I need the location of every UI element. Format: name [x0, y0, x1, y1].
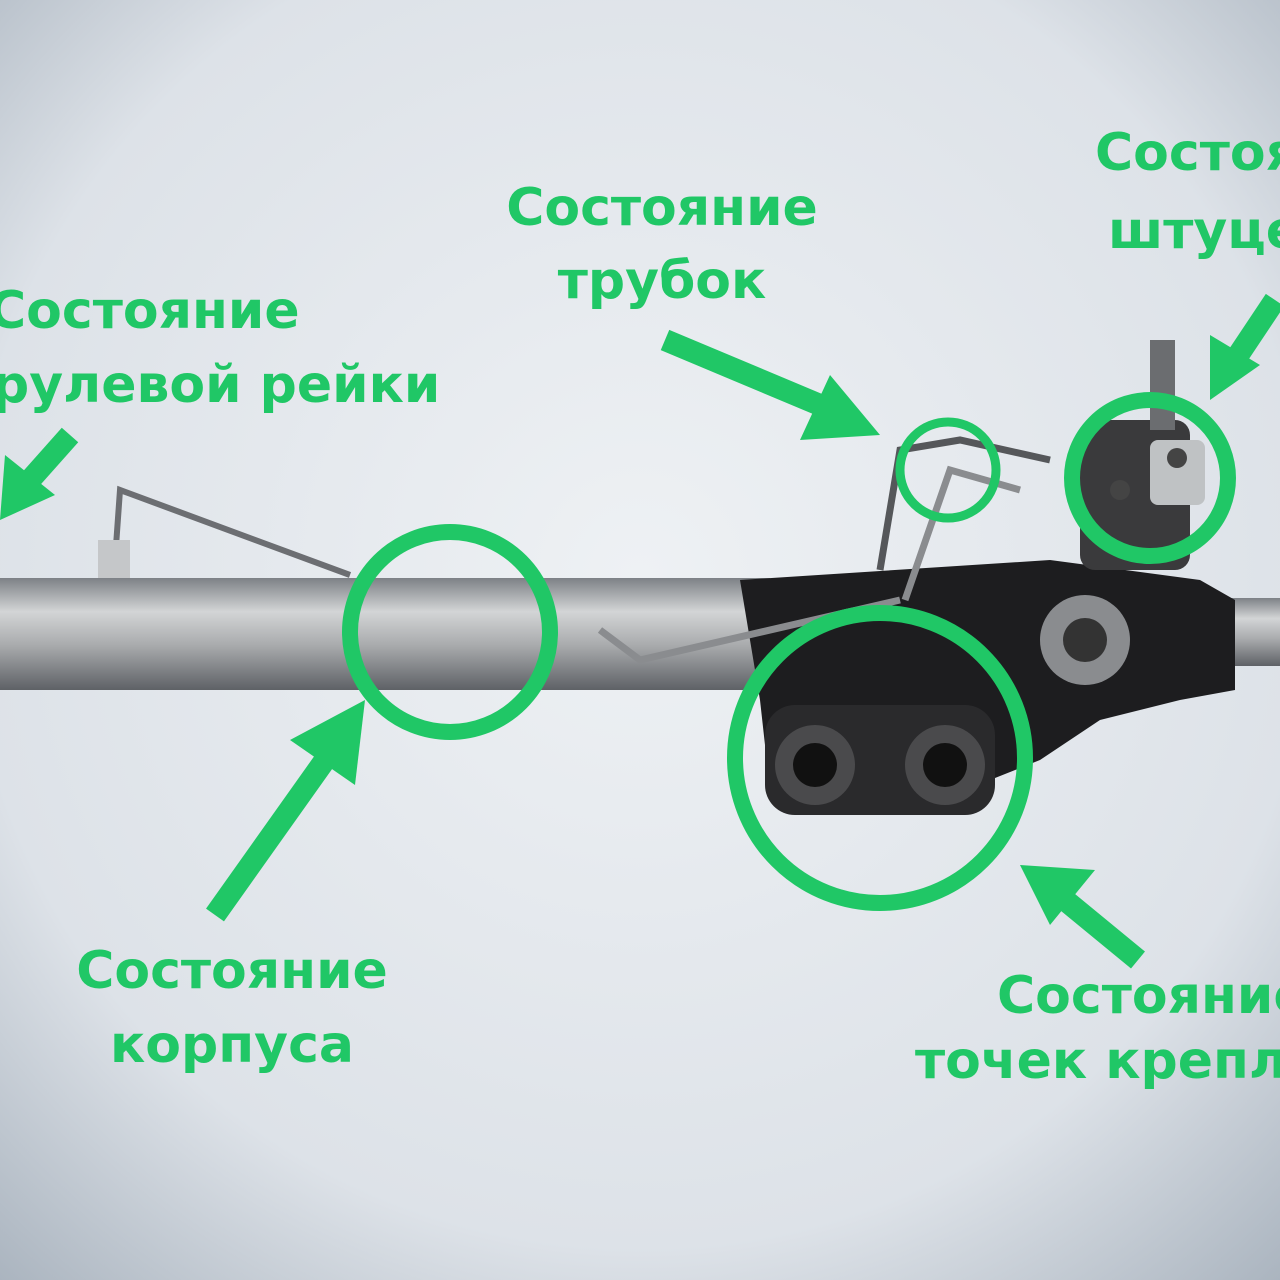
rack-label-line1: Состояние — [0, 281, 300, 341]
fittings-label-line1: Состояние — [1095, 123, 1280, 183]
steering-rack — [0, 340, 1280, 815]
fittings-label-line2: штуцеров — [1108, 201, 1280, 261]
rack-label-line2: рулевой рейки — [0, 355, 440, 415]
housing-arrow-icon — [206, 700, 365, 922]
rack-arrow-icon — [0, 427, 79, 520]
fittings-arrow-icon — [1210, 293, 1280, 400]
tubes-arrow-icon — [660, 329, 880, 440]
mounts-label-line2: точек крепления — [915, 1031, 1280, 1091]
housing-label-line1: Состояние — [76, 941, 388, 1001]
housing-highlight-circle — [342, 524, 558, 740]
housing-label-line2: корпуса — [110, 1015, 354, 1075]
mounts-highlight-circle — [727, 605, 1033, 911]
mounts-arrow-icon — [1020, 865, 1145, 969]
mounts-label-line1: Состояние — [997, 966, 1280, 1026]
fittings-highlight-circle — [1064, 392, 1236, 564]
tubes-highlight-circle — [895, 417, 1001, 523]
tubes-label-line1: Состояние — [506, 178, 818, 238]
tubes-label-line2: трубок — [558, 251, 767, 311]
